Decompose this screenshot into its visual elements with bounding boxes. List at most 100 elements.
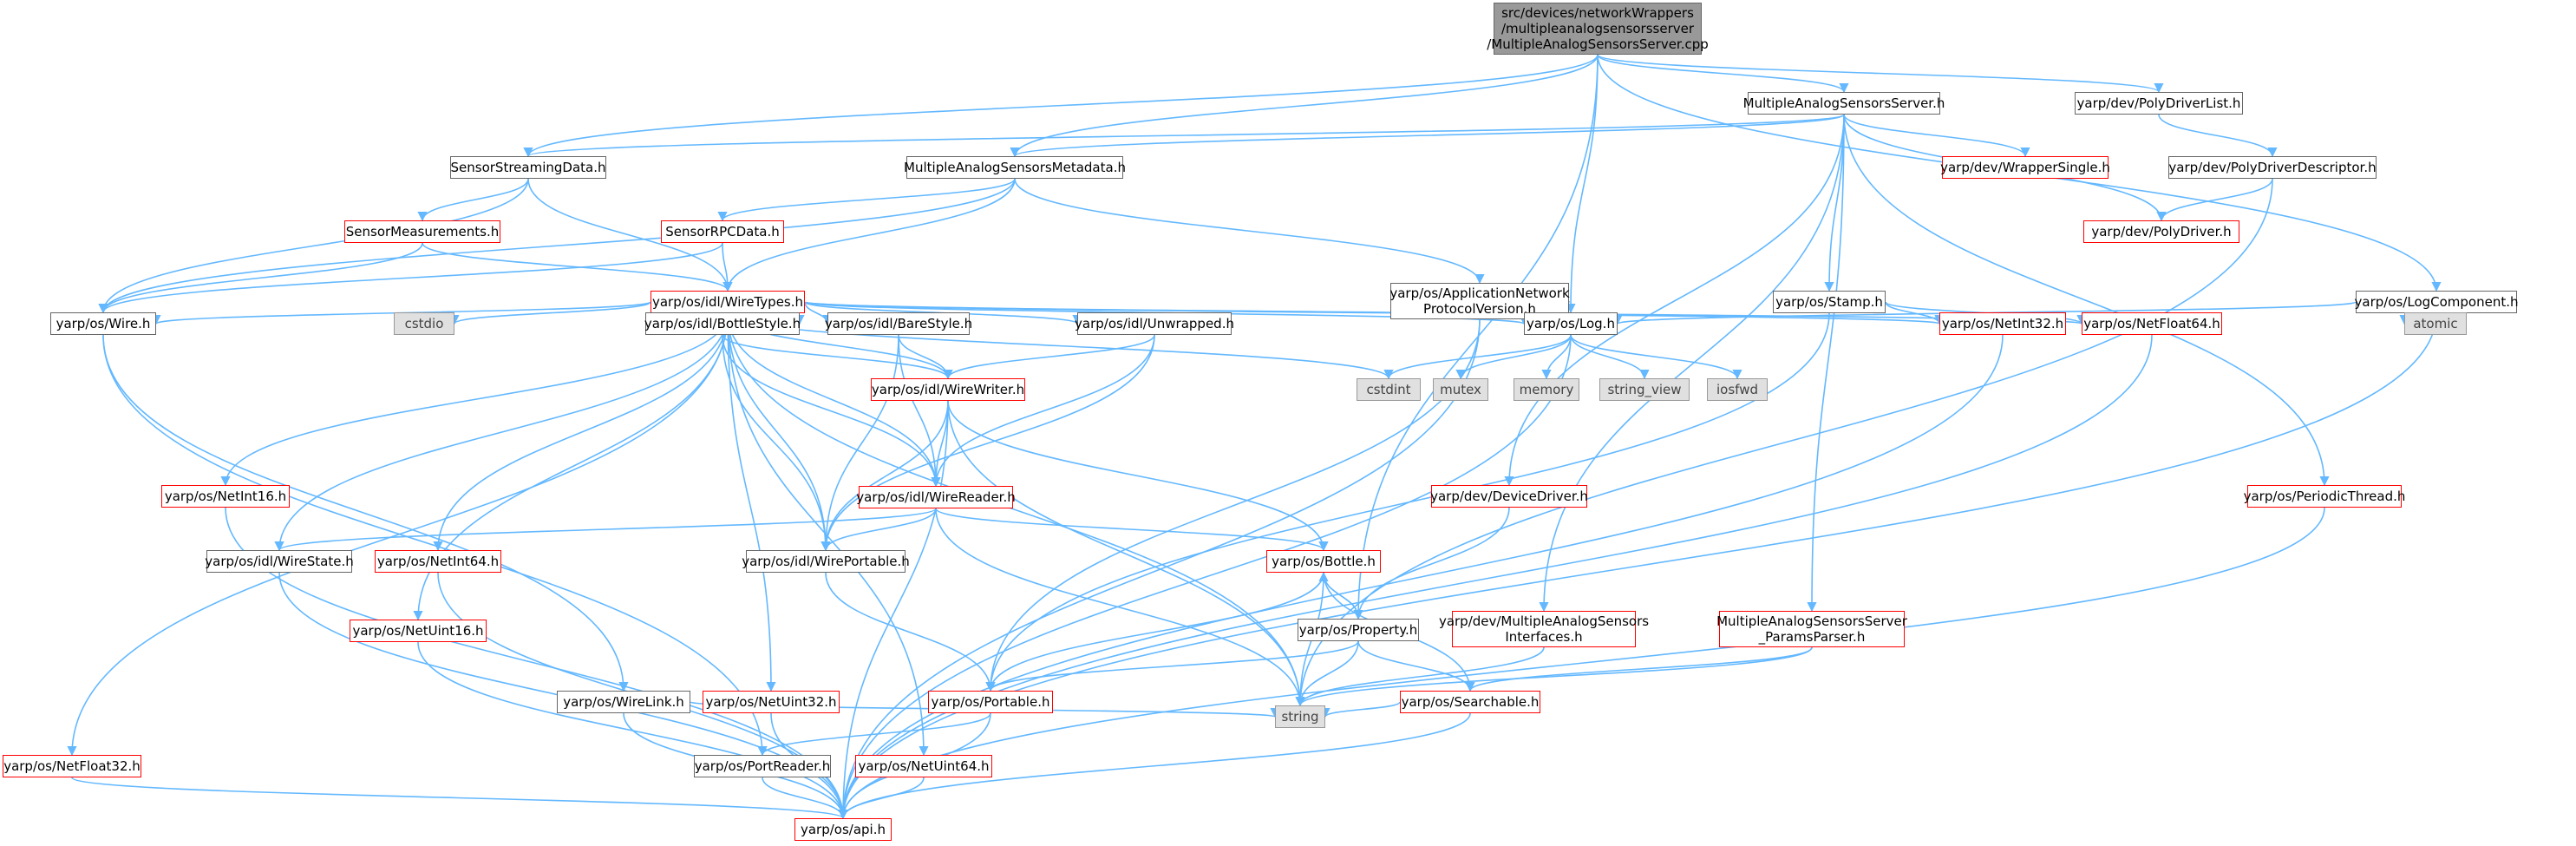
node-label-line: yarp/os/WireLink.h: [563, 694, 684, 710]
edge-periodicthread-to-api: [838, 507, 2325, 820]
node-polydriverlist[interactable]: yarp/dev/PolyDriverList.h: [2075, 92, 2243, 115]
edge-rpcdata-to-wire: [98, 242, 723, 314]
node-label-line: yarp/os/NetInt16.h: [164, 489, 287, 504]
node-label-line: SensorMeasurements.h: [345, 224, 500, 239]
node-property[interactable]: yarp/os/Property.h: [1298, 619, 1419, 641]
node-string[interactable]: string: [1275, 705, 1325, 728]
edge-wiretypes-to-netuint16: [413, 312, 729, 621]
node-netint16[interactable]: yarp/os/NetInt16.h: [161, 485, 290, 508]
node-memory[interactable]: memory: [1514, 378, 1579, 401]
node-label-line: yarp/os/PeriodicThread.h: [2243, 489, 2406, 504]
node-unwrapped[interactable]: yarp/os/idl/Unwrapped.h: [1075, 312, 1234, 335]
node-searchable[interactable]: yarp/os/Searchable.h: [1400, 691, 1540, 713]
node-stamp[interactable]: yarp/os/Stamp.h: [1773, 291, 1886, 313]
node-label-line: MultipleAnalogSensorsServer.h: [1742, 95, 1945, 111]
node-wirelink[interactable]: yarp/os/WireLink.h: [557, 691, 690, 713]
edge-wiretypes-to-cstdio: [449, 301, 651, 325]
node-periodicthread[interactable]: yarp/os/PeriodicThread.h: [2244, 485, 2405, 508]
node-measurements[interactable]: SensorMeasurements.h: [344, 220, 500, 243]
node-label-line: memory: [1519, 382, 1574, 397]
node-logcomponent[interactable]: yarp/os/LogComponent.h: [2354, 291, 2519, 313]
node-netfloat64[interactable]: yarp/os/NetFloat64.h: [2082, 312, 2222, 335]
node-api[interactable]: yarp/os/api.h: [794, 818, 892, 841]
node-label-line: yarp/os/LogComponent.h: [2354, 294, 2519, 310]
edge-portable-to-portreader: [757, 712, 991, 757]
node-label-line: yarp/dev/PolyDriver.h: [2091, 224, 2232, 239]
node-netfloat32[interactable]: yarp/os/NetFloat32.h: [3, 755, 141, 777]
node-label-line: yarp/os/idl/WireTypes.h: [651, 294, 804, 310]
edge-wirewriter-to-api: [838, 400, 949, 820]
edge-wirewriter-to-wireportable: [821, 400, 949, 552]
node-label-line: yarp/os/NetUint64.h: [858, 758, 990, 774]
node-label-line: yarp/dev/WrapperSingle.h: [1940, 160, 2110, 175]
node-paramsparser[interactable]: MultipleAnalogSensorsServer_ParamsParser…: [1716, 611, 1907, 647]
node-netuint16[interactable]: yarp/os/NetUint16.h: [350, 620, 487, 642]
node-label-line: yarp/os/idl/WireReader.h: [856, 489, 1016, 505]
node-label-line: yarp/os/Wire.h: [56, 316, 151, 331]
node-barestyle[interactable]: yarp/os/idl/BareStyle.h: [825, 312, 972, 335]
node-polydriverdesc[interactable]: yarp/dev/PolyDriverDescriptor.h: [2168, 156, 2377, 179]
edge-netint32-to-api: [838, 334, 2004, 820]
edge-log-to-cstdint: [1383, 334, 1572, 380]
node-mutex[interactable]: mutex: [1433, 378, 1488, 401]
node-label-line: string_view: [1607, 382, 1682, 397]
node-label-line: yarp/dev/PolyDriverList.h: [2076, 95, 2241, 111]
node-netint64[interactable]: yarp/os/NetInt64.h: [375, 550, 501, 573]
edge-root-to-streamingdata: [523, 54, 1599, 158]
edge-unwrapped-to-wireportable: [821, 334, 1155, 552]
edge-devicedriver-to-property: [1353, 507, 1510, 620]
node-label-line: yarp/os/Log.h: [1527, 316, 1615, 331]
node-bottlestyle[interactable]: yarp/os/idl/BottleStyle.h: [644, 312, 801, 335]
node-netuint32[interactable]: yarp/os/NetUint32.h: [703, 691, 840, 713]
node-devicedriver[interactable]: yarp/dev/DeviceDriver.h: [1430, 485, 1588, 508]
node-portable[interactable]: yarp/os/Portable.h: [928, 691, 1053, 713]
node-netuint64[interactable]: yarp/os/NetUint64.h: [855, 755, 992, 777]
edge-root-to-mass_h: [1597, 54, 1849, 94]
node-root[interactable]: src/devices/networkWrappers/multipleanal…: [1487, 3, 1709, 55]
node-label-line: ProtocolVersion.h: [1423, 301, 1536, 317]
node-cstdint[interactable]: cstdint: [1357, 378, 1421, 401]
node-bottle[interactable]: yarp/os/Bottle.h: [1266, 550, 1381, 573]
node-wiretypes[interactable]: yarp/os/idl/WireTypes.h: [651, 291, 805, 313]
edge-metadata-to-wire: [98, 178, 1016, 314]
node-wirereader[interactable]: yarp/os/idl/WireReader.h: [856, 486, 1016, 508]
node-string_view[interactable]: string_view: [1599, 378, 1690, 401]
node-atomic[interactable]: atomic: [2404, 312, 2467, 335]
edge-netuint64-to-api: [838, 777, 925, 820]
node-portreader[interactable]: yarp/os/PortReader.h: [694, 755, 831, 777]
edge-mass_h-to-paramsparser: [1807, 114, 1845, 613]
edge-netfloat32-to-api: [71, 777, 848, 820]
edge-log-to-string_view: [1570, 334, 1650, 380]
node-label-line: yarp/os/Bottle.h: [1272, 554, 1376, 569]
node-label-line: yarp/os/Portable.h: [931, 694, 1050, 710]
node-cstdio[interactable]: cstdio: [394, 312, 454, 335]
node-wrappersingle[interactable]: yarp/dev/WrapperSingle.h: [1940, 156, 2110, 179]
edge-root-to-metadata: [1010, 54, 1599, 158]
node-wire[interactable]: yarp/os/Wire.h: [50, 312, 156, 335]
edge-measurements-to-wire: [98, 242, 423, 314]
edge-paramsparser-to-string: [1295, 646, 1813, 707]
node-log[interactable]: yarp/os/Log.h: [1524, 312, 1618, 335]
node-label-line: yarp/os/PortReader.h: [694, 758, 831, 774]
node-wirewriter[interactable]: yarp/os/idl/WireWriter.h: [871, 378, 1025, 401]
node-iosfwd[interactable]: iosfwd: [1707, 378, 1768, 401]
edge-streamingdata-to-wiretypes: [527, 178, 733, 292]
node-mass_h[interactable]: MultipleAnalogSensorsServer.h: [1743, 92, 1945, 115]
node-rpcdata[interactable]: SensorRPCData.h: [661, 220, 784, 243]
edge-root-to-polydriverlist: [1597, 54, 2164, 94]
node-metadata[interactable]: MultipleAnalogSensorsMetadata.h: [904, 156, 1126, 179]
node-wirestate[interactable]: yarp/os/idl/WireState.h: [205, 550, 354, 573]
node-label-line: MultipleAnalogSensorsMetadata.h: [904, 160, 1126, 175]
node-wireportable[interactable]: yarp/os/idl/WirePortable.h: [742, 550, 910, 573]
edge-wirewriter-to-bottle: [947, 400, 1329, 552]
edge-log-to-mutex: [1455, 334, 1572, 380]
node-polydriver[interactable]: yarp/dev/PolyDriver.h: [2083, 220, 2239, 243]
node-label-line: yarp/os/ApplicationNetwork: [1389, 285, 1570, 301]
edge-measurements-to-wiretypes: [422, 242, 733, 292]
node-label-line: SensorStreamingData.h: [450, 160, 606, 175]
node-netint32[interactable]: yarp/os/NetInt32.h: [1939, 312, 2066, 335]
node-streamingdata[interactable]: SensorStreamingData.h: [450, 156, 606, 179]
